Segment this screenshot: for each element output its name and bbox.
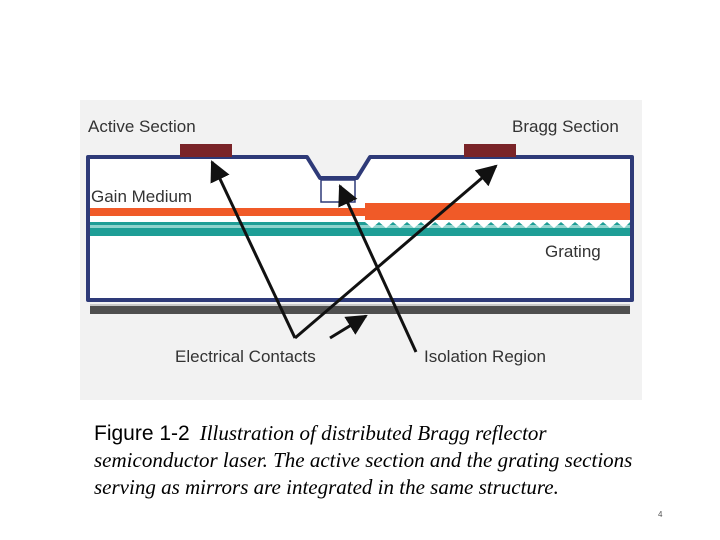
- isolation-region-box: [320, 179, 356, 203]
- active-section-contact: [180, 144, 232, 157]
- label-active-section: Active Section: [88, 117, 196, 136]
- arrow-isolation: [338, 184, 418, 353]
- figure-label: Figure 1-2: [94, 422, 190, 445]
- bragg-section-contact: [464, 144, 516, 157]
- label-grating: Grating: [545, 242, 601, 261]
- dbr-laser-diagram: Active Section Bragg Section Gain Medium…: [80, 100, 642, 400]
- label-gain-medium: Gain Medium: [91, 187, 192, 206]
- label-bragg-section: Bragg Section: [512, 117, 619, 136]
- gain-medium-layer: [90, 208, 365, 216]
- bottom-contact: [90, 304, 630, 314]
- label-electrical-contacts: Electrical Contacts: [175, 347, 316, 366]
- label-isolation-region: Isolation Region: [424, 347, 546, 366]
- figure-caption-text: Illustration of distributed Bragg reflec…: [94, 421, 633, 499]
- arrow-contacts-to-bottom: [329, 314, 368, 340]
- arrow-contacts-to-active: [210, 160, 297, 339]
- arrow-contacts-to-bragg: [294, 164, 498, 340]
- bottom-contact-highlight: [90, 304, 630, 306]
- page-number: 4: [658, 510, 663, 519]
- bragg-waveguide-layer: [365, 203, 630, 220]
- grating-teeth: [365, 222, 630, 228]
